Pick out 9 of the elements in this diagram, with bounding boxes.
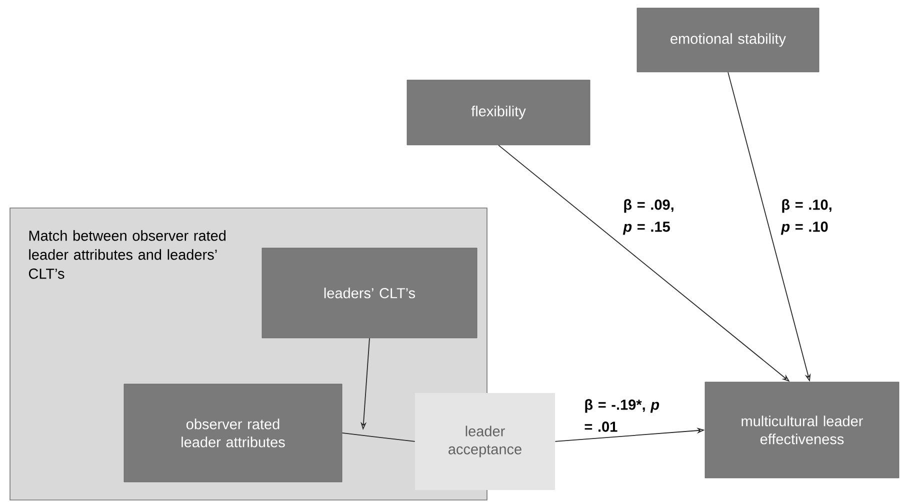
- edge-label: β = .10, p = .10: [780, 199, 832, 235]
- variable-box: observer rated leader attributes: [124, 384, 342, 482]
- variable-box: emotional stability: [636, 8, 820, 72]
- faded-box: leader acceptance: [415, 392, 555, 490]
- variable-box: multicultural leader effectiveness: [704, 382, 900, 478]
- variable-box: leaders’ CLT’s: [262, 248, 478, 338]
- edge-label: β = -.19*, p = .01: [584, 399, 660, 432]
- variable-box: flexibility: [406, 80, 590, 146]
- edge-label: β = .09, p = .15: [622, 199, 674, 235]
